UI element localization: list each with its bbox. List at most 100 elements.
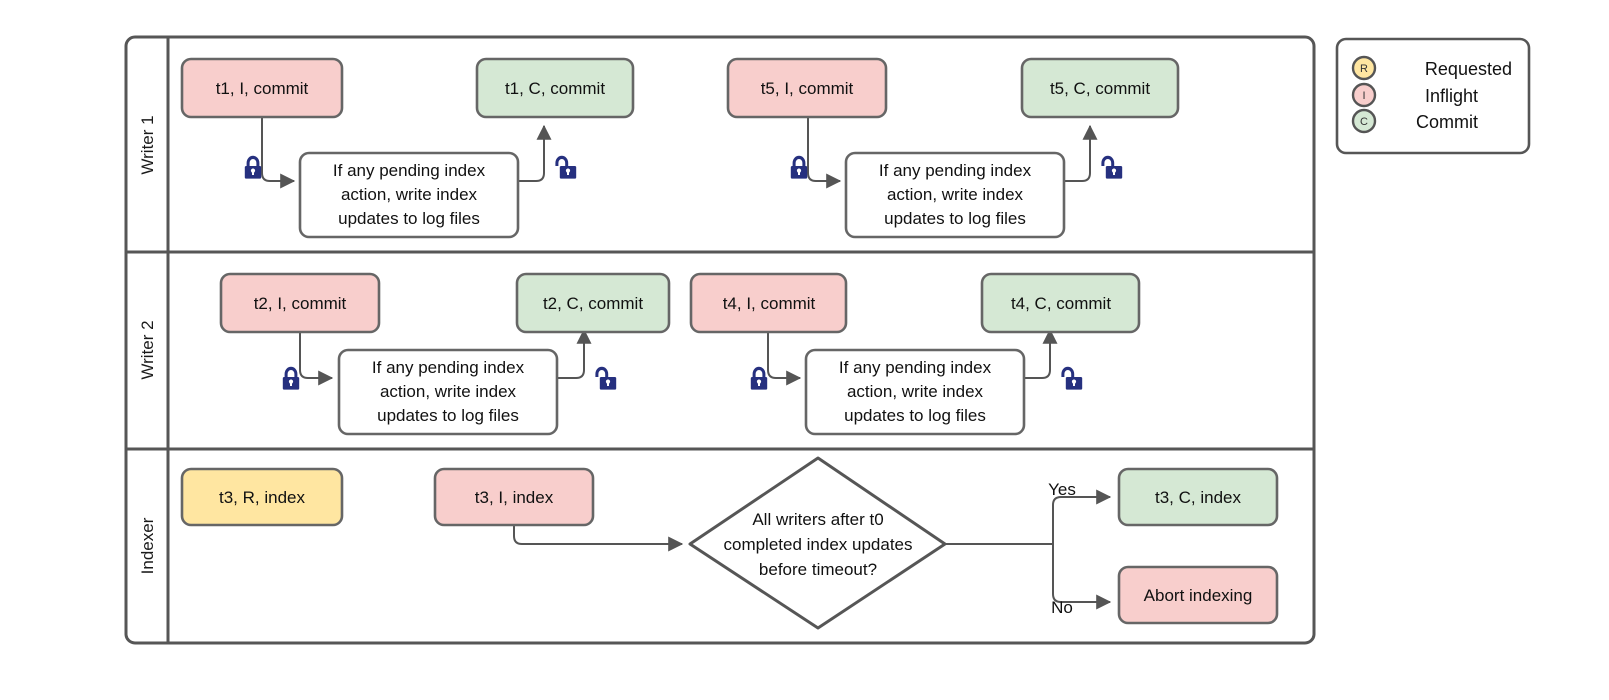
legend-label-commit: Commit bbox=[1416, 112, 1478, 132]
edge-w1-process1-to-commit1 bbox=[518, 124, 552, 182]
lane-title-writer1: Writer 1 bbox=[138, 115, 157, 174]
legend: R Requested I Inflight C Commit bbox=[1335, 37, 1531, 155]
legend-glyph-commit: C bbox=[1360, 116, 1368, 128]
node-w2-process-1[interactable]: If any pending index action, write index… bbox=[337, 348, 559, 436]
node-indexer-abort-box[interactable] bbox=[1117, 565, 1279, 625]
edge-label-no: No bbox=[1051, 598, 1073, 617]
node-w1-process-1-box[interactable] bbox=[298, 151, 520, 239]
node-indexer-decision-diamond[interactable] bbox=[688, 456, 947, 630]
node-w2-process-1-line2: action, write index bbox=[380, 382, 517, 401]
lane-writer1: t1, I, commit t1, C, commit t5, I, commi… bbox=[180, 57, 1180, 239]
node-w1-process-1-line3: updates to log files bbox=[338, 209, 480, 228]
node-w2-process-2-box[interactable] bbox=[804, 348, 1026, 436]
node-indexer-requested-label: t3, R, index bbox=[219, 488, 305, 507]
lock-closed-icon-w2-b bbox=[750, 366, 768, 390]
lock-open-icon-w2-b bbox=[1061, 366, 1083, 390]
node-indexer-abort[interactable]: Abort indexing bbox=[1117, 565, 1279, 625]
legend-swatch-inflight-icon bbox=[1351, 82, 1377, 108]
node-indexer-decision[interactable]: All writers after t0 completed index upd… bbox=[688, 456, 947, 630]
node-w2-t2-commit-box[interactable] bbox=[515, 272, 671, 334]
node-w1-t5-commit-box[interactable] bbox=[1020, 57, 1180, 119]
node-indexer-inflight[interactable]: t3, I, index bbox=[433, 467, 595, 527]
legend-glyph-inflight: I bbox=[1362, 90, 1365, 102]
node-w1-t1-commit-label: t1, C, commit bbox=[505, 79, 605, 98]
edge-label-yes: Yes bbox=[1048, 480, 1076, 499]
node-w2-t4-inflight-box[interactable] bbox=[689, 272, 848, 334]
node-w1-t1-commit[interactable]: t1, C, commit bbox=[475, 57, 635, 119]
node-w2-process-2[interactable]: If any pending index action, write index… bbox=[804, 348, 1026, 436]
node-indexer-requested-box[interactable] bbox=[180, 467, 344, 527]
legend-swatch-commit-icon bbox=[1351, 108, 1377, 134]
node-w2-t2-commit-label: t2, C, commit bbox=[543, 294, 643, 313]
swimlane-frame bbox=[124, 35, 1316, 645]
node-w2-t4-inflight[interactable]: t4, I, commit bbox=[689, 272, 848, 334]
node-w1-process-2-line3: updates to log files bbox=[884, 209, 1026, 228]
legend-item-inflight: I Inflight bbox=[1351, 82, 1478, 108]
node-w2-process-1-line3: updates to log files bbox=[377, 406, 519, 425]
node-w1-process-1-line1: If any pending index bbox=[333, 161, 486, 180]
node-indexer-decision-line3: before timeout? bbox=[759, 560, 877, 579]
node-w2-process-2-line1: If any pending index bbox=[839, 358, 992, 377]
edge-w2-inflight2-to-process2 bbox=[767, 332, 802, 386]
node-w1-process-2-box[interactable] bbox=[844, 151, 1066, 239]
legend-label-requested: Requested bbox=[1425, 59, 1512, 79]
legend-glyph-requested: R bbox=[1360, 63, 1368, 75]
edge-decision-no bbox=[1052, 544, 1112, 610]
edge-w2-process2-to-commit2 bbox=[1024, 328, 1058, 379]
node-w2-process-2-line3: updates to log files bbox=[844, 406, 986, 425]
legend-item-requested: R Requested bbox=[1351, 55, 1512, 81]
node-w1-process-1[interactable]: If any pending index action, write index… bbox=[298, 151, 520, 239]
legend-box bbox=[1335, 37, 1531, 155]
node-w1-process-2[interactable]: If any pending index action, write index… bbox=[844, 151, 1066, 239]
lock-open-icon-w1-a bbox=[555, 155, 577, 179]
lane-title-indexer: Indexer bbox=[138, 517, 157, 574]
node-w1-t5-inflight[interactable]: t5, I, commit bbox=[726, 57, 888, 119]
lock-open-icon-w2-a bbox=[595, 366, 617, 390]
node-w2-process-1-box[interactable] bbox=[337, 348, 559, 436]
node-w1-t5-inflight-label: t5, I, commit bbox=[761, 79, 854, 98]
node-w1-t1-inflight-box[interactable] bbox=[180, 57, 344, 119]
node-w2-t4-commit[interactable]: t4, C, commit bbox=[980, 272, 1141, 334]
node-indexer-decision-line2: completed index updates bbox=[723, 535, 912, 554]
lane-title-writer2: Writer 2 bbox=[138, 320, 157, 379]
node-w2-t2-commit[interactable]: t2, C, commit bbox=[515, 272, 671, 334]
lock-closed-icon-w2-a bbox=[282, 366, 300, 390]
node-w2-t2-inflight[interactable]: t2, I, commit bbox=[219, 272, 381, 334]
node-w2-t4-commit-box[interactable] bbox=[980, 272, 1141, 334]
node-w1-t5-commit[interactable]: t5, C, commit bbox=[1020, 57, 1180, 119]
node-w2-t4-inflight-label: t4, I, commit bbox=[723, 294, 816, 313]
node-w2-process-2-line2: action, write index bbox=[847, 382, 984, 401]
edge-w2-inflight1-to-process1 bbox=[299, 332, 334, 386]
node-w1-t1-inflight-label: t1, I, commit bbox=[216, 79, 309, 98]
edge-indexer-inflight-to-decision bbox=[513, 525, 684, 552]
node-indexer-requested[interactable]: t3, R, index bbox=[180, 467, 344, 527]
node-indexer-inflight-box[interactable] bbox=[433, 467, 595, 527]
node-indexer-commit[interactable]: t3, C, index bbox=[1117, 467, 1279, 527]
node-w1-process-1-line2: action, write index bbox=[341, 185, 478, 204]
node-w1-t1-commit-box[interactable] bbox=[475, 57, 635, 119]
edge-w1-inflight1-to-process1 bbox=[261, 117, 296, 189]
node-w1-t5-commit-label: t5, C, commit bbox=[1050, 79, 1150, 98]
legend-swatch-requested-icon bbox=[1351, 55, 1377, 81]
lane-indexer: Yes No t3, R, index t3, I, index All wri… bbox=[180, 456, 1279, 630]
node-w1-t1-inflight[interactable]: t1, I, commit bbox=[180, 57, 344, 119]
node-w2-t2-inflight-label: t2, I, commit bbox=[254, 294, 347, 313]
node-indexer-commit-box[interactable] bbox=[1117, 467, 1279, 527]
edge-w1-inflight2-to-process2 bbox=[807, 117, 842, 189]
lock-closed-icon-w1-b bbox=[790, 155, 808, 179]
lock-open-icon-w1-b bbox=[1101, 155, 1123, 179]
node-w1-t5-inflight-box[interactable] bbox=[726, 57, 888, 119]
lane-writer2: t2, I, commit t2, C, commit t4, I, commi… bbox=[219, 272, 1141, 436]
node-indexer-decision-line1: All writers after t0 bbox=[752, 510, 883, 529]
node-w2-process-1-line1: If any pending index bbox=[372, 358, 525, 377]
edge-w1-process2-to-commit2 bbox=[1064, 124, 1098, 182]
node-indexer-inflight-label: t3, I, index bbox=[475, 488, 554, 507]
node-w1-process-2-line2: action, write index bbox=[887, 185, 1024, 204]
node-w2-t2-inflight-box[interactable] bbox=[219, 272, 381, 334]
lane-frame-outline bbox=[124, 35, 1316, 645]
edge-decision-yes bbox=[1052, 489, 1112, 544]
node-indexer-abort-label: Abort indexing bbox=[1144, 586, 1253, 605]
node-w2-t4-commit-label: t4, C, commit bbox=[1011, 294, 1111, 313]
